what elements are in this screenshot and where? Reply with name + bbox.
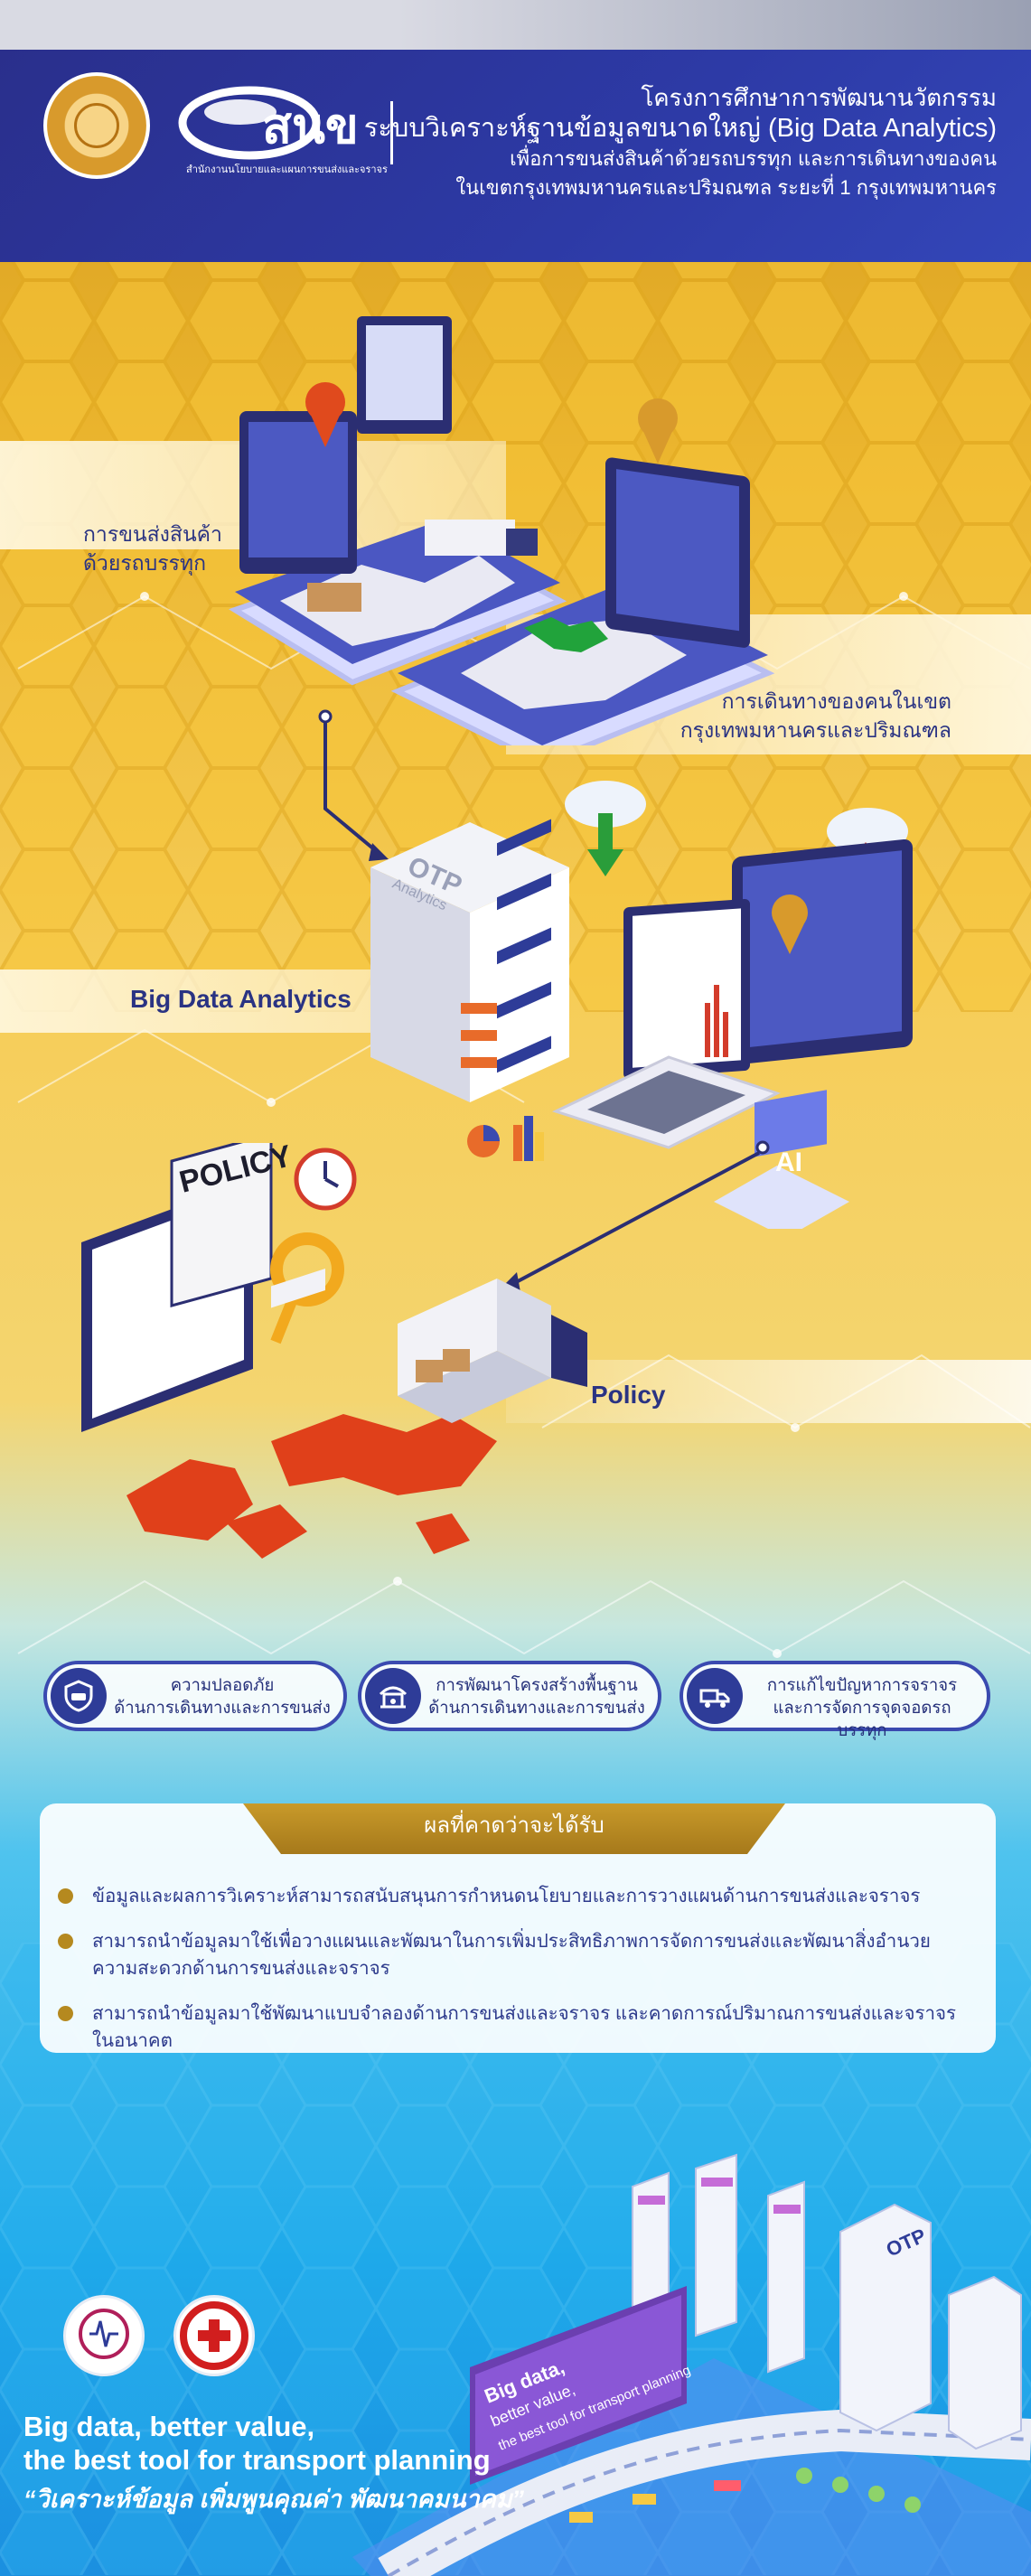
policy-label: Policy: [591, 1381, 666, 1409]
bullet-icon: [58, 2006, 73, 2021]
header-top-band: [0, 0, 1031, 52]
feature-traffic-line1: การแก้ไขปัญหาการจราจร: [766, 1675, 958, 1694]
slogan-line3: “วิเคราะห์ข้อมูล เพิ่มพูนคุณค่า พัฒนาคมน…: [23, 2486, 524, 2513]
otp-logo-icon: [178, 86, 321, 160]
travel-label-line2: กรุงเทพมหานครและปริมณฑล: [680, 718, 951, 742]
feature-infra-line2: ด้านการเดินทางและการขนส่ง: [428, 1698, 645, 1717]
feature-infra-line1: การพัฒนาโครงสร้างพื้นฐาน: [436, 1675, 638, 1694]
result-item-text: ข้อมูลและผลการวิเคราะห์สามารถสนับสนุนการ…: [92, 1886, 921, 1906]
feature-pill-infrastructure: การพัฒนาโครงสร้างพื้นฐาน ด้านการเดินทางแ…: [358, 1661, 661, 1731]
bullet-icon: [58, 1934, 73, 1949]
results-title: ผลที่คาดว่าจะได้รับ: [424, 1813, 605, 1838]
bullet-icon: [58, 1888, 73, 1904]
results-title-tab: ผลที่คาดว่าจะได้รับ: [243, 1803, 785, 1854]
institute-logo: [63, 2295, 145, 2376]
feature-safety-line2: ด้านการเดินทางและการขนส่ง: [114, 1698, 331, 1717]
slogan-line2: the best tool for transport planning: [23, 2444, 491, 2476]
feature-pill-traffic: การแก้ไขปัญหาการจราจร และการจัดการจุดจอด…: [680, 1661, 990, 1739]
feature-pill-safety: ความปลอดภัย ด้านการเดินทางและการขนส่ง: [43, 1661, 347, 1731]
project-title-line3: เพื่อการขนส่งสินค้าด้วยรถบรรทุก และการเด…: [510, 147, 997, 170]
expected-results-card: ผลที่คาดว่าจะได้รับ ข้อมูลและผลการวิเครา…: [40, 1803, 996, 2053]
bigdata-label: Big Data Analytics: [130, 985, 351, 1013]
otp-server-rack-illustration: [370, 819, 569, 1102]
slogan-line1: Big data, better value,: [23, 2411, 315, 2442]
travel-label-line1: การเดินทางของคนในเขต: [721, 689, 951, 713]
institute-logo-icon: [79, 2309, 129, 2359]
result-item: ข้อมูลและผลการวิเคราะห์สามารถสนับสนุนการ…: [58, 1883, 969, 1910]
freight-travel-platform-illustration: [229, 316, 775, 745]
chart-pieces-icon: [467, 1116, 544, 1161]
freight-label-line2: ด้วยรถบรรทุก: [83, 551, 207, 575]
project-title-line4: ในเขตกรุงเทพมหานครและปริมณฑล ระยะที่ 1 ก…: [455, 176, 997, 199]
policy-band: [506, 1360, 1031, 1423]
university-logo-icon: [180, 2301, 248, 2370]
result-item: สามารถนำข้อมูลมาใช้พัฒนาแบบจำลองด้านการข…: [58, 2000, 969, 2055]
traffic-truck-icon: [687, 1668, 743, 1724]
header-banner: [0, 50, 1031, 262]
university-logo: [173, 2295, 255, 2376]
analytics-devices-illustration: AI: [551, 781, 913, 1229]
feature-safety-line1: ความปลอดภัย: [170, 1675, 275, 1694]
project-title: โครงการศึกษาการพัฒนานวัตกรรม ระบบวิเคราะ…: [364, 83, 997, 202]
ministry-seal-logo: [43, 72, 150, 179]
shield-car-icon: [51, 1668, 107, 1724]
result-item-text: สามารถนำข้อมูลมาใช้พัฒนาแบบจำลองด้านการข…: [92, 2003, 957, 2051]
project-title-line1: โครงการศึกษาการพัฒนานวัตกรรม: [641, 84, 997, 111]
ai-chip-text: AI: [775, 1147, 802, 1177]
freight-label: การขนส่งสินค้า ด้วยรถบรรทุก: [83, 520, 222, 577]
flow-arrow-icon: [318, 709, 389, 861]
project-title-line2: ระบบวิเคราะห์ฐานข้อมูลขนาดใหญ่ (Big Data…: [363, 114, 997, 143]
infrastructure-icon: [365, 1668, 421, 1724]
travel-label: การเดินทางของคนในเขต กรุงเทพมหานครและปริ…: [680, 687, 951, 745]
header-divider: [390, 101, 393, 164]
freight-label-line1: การขนส่งสินค้า: [83, 522, 222, 546]
result-item: สามารถนำข้อมูลมาใช้เพื่อวางแผนและพัฒนาใน…: [58, 1928, 969, 1982]
otp-logo-subtitle: สำนักงานนโยบายและแผนการขนส่งและจราจร: [186, 164, 388, 175]
feature-traffic-line2: และการจัดการจุดจอดรถบรรทุก: [773, 1698, 951, 1739]
smart-city-illustration: OTP Big data, better value, the best too…: [352, 2153, 1031, 2576]
result-item-text: สามารถนำข้อมูลมาใช้เพื่อวางแผนและพัฒนาใน…: [92, 1931, 931, 1979]
otp-logo-text: สนข: [262, 98, 359, 155]
policy-illustration: POLICY: [81, 1143, 587, 1559]
